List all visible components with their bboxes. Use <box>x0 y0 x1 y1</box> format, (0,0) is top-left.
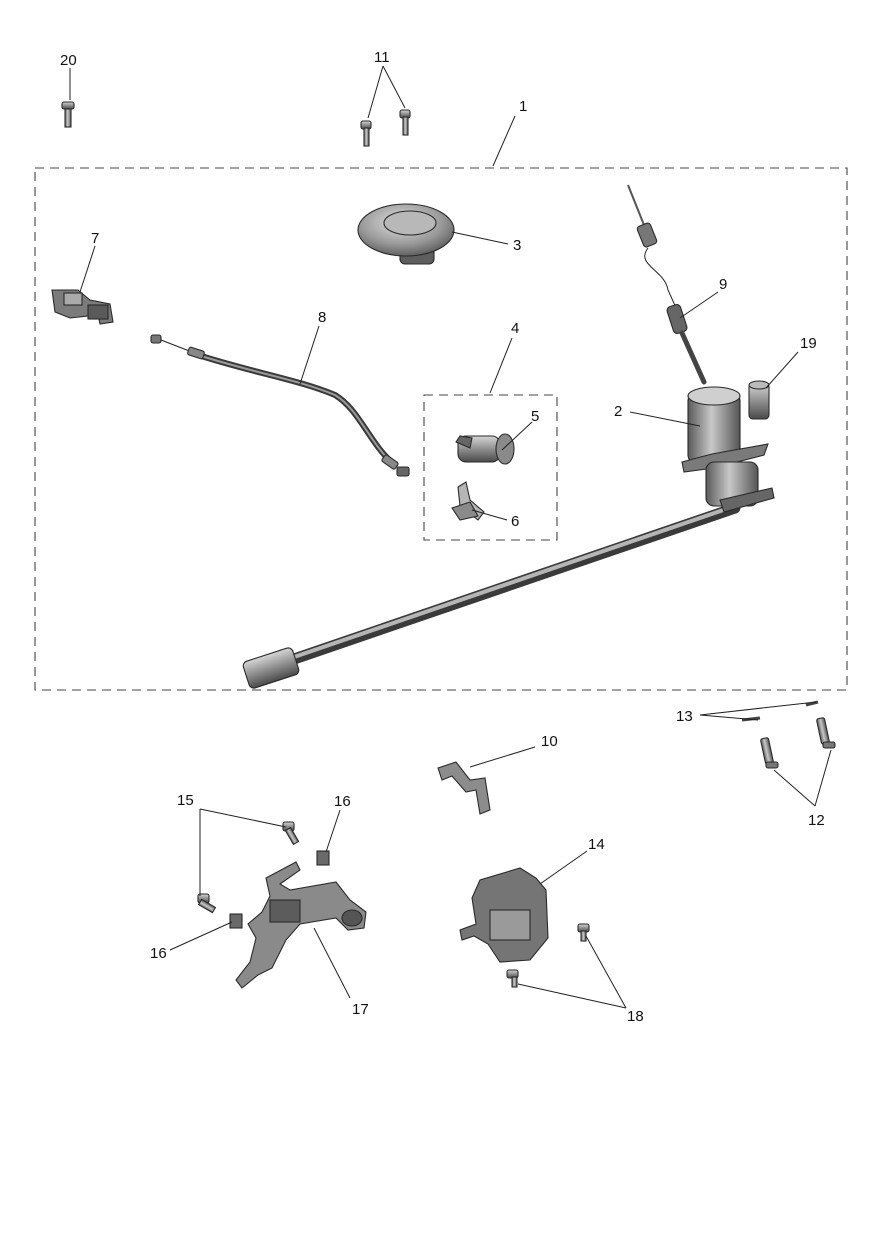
part-10-bracket[interactable] <box>437 761 491 815</box>
part-5-lock-barrel[interactable] <box>455 433 515 465</box>
part-14-holder[interactable] <box>459 867 549 963</box>
part-20-bolt[interactable] <box>61 101 75 128</box>
callout-5: 5 <box>531 408 539 425</box>
callout-7: 7 <box>91 230 99 247</box>
leader-lines <box>69 65 832 1009</box>
callout-13: 13 <box>676 708 693 725</box>
callout-14: 14 <box>588 836 605 853</box>
callout-2: 2 <box>614 403 622 420</box>
part-15-bolts[interactable] <box>197 821 300 914</box>
part-11-bolts[interactable] <box>360 109 411 147</box>
callout-9: 9 <box>719 276 727 293</box>
callout-17: 17 <box>352 1001 369 1018</box>
part-18-screws[interactable] <box>506 923 590 988</box>
callout-11: 11 <box>374 49 390 66</box>
callout-20: 20 <box>60 52 77 69</box>
part-19-sleeve[interactable] <box>748 380 770 420</box>
assembly-boundary-4 <box>423 394 558 541</box>
callout-12: 12 <box>808 812 825 829</box>
callout-4: 4 <box>511 320 519 337</box>
callout-8: 8 <box>318 309 326 326</box>
part-3-cap[interactable] <box>357 203 455 265</box>
part-6-clip[interactable] <box>451 481 485 521</box>
part-8-cable[interactable] <box>150 334 410 477</box>
callout-3: 3 <box>513 237 521 254</box>
assembly-boundary-1 <box>34 167 848 691</box>
callout-15: 15 <box>177 792 194 809</box>
part-13-pins[interactable] <box>741 700 819 722</box>
callout-1: 1 <box>519 98 527 115</box>
part-17-mount-bracket[interactable] <box>235 861 367 989</box>
part-9-release-cable[interactable] <box>627 184 707 385</box>
part-16-clips[interactable] <box>229 850 330 929</box>
part-2-actuator[interactable] <box>242 386 775 689</box>
callout-16-left: 16 <box>150 945 167 962</box>
part-7-latch[interactable] <box>51 289 114 325</box>
callout-labels: 20 11 1 3 7 8 4 5 6 9 19 2 10 13 12 14 1… <box>60 49 825 1025</box>
part-12-screws[interactable] <box>760 717 836 769</box>
callout-16-top: 16 <box>334 793 351 810</box>
callout-6: 6 <box>511 513 519 530</box>
callout-18: 18 <box>627 1008 644 1025</box>
callout-19: 19 <box>800 335 817 352</box>
callout-10: 10 <box>541 733 558 750</box>
